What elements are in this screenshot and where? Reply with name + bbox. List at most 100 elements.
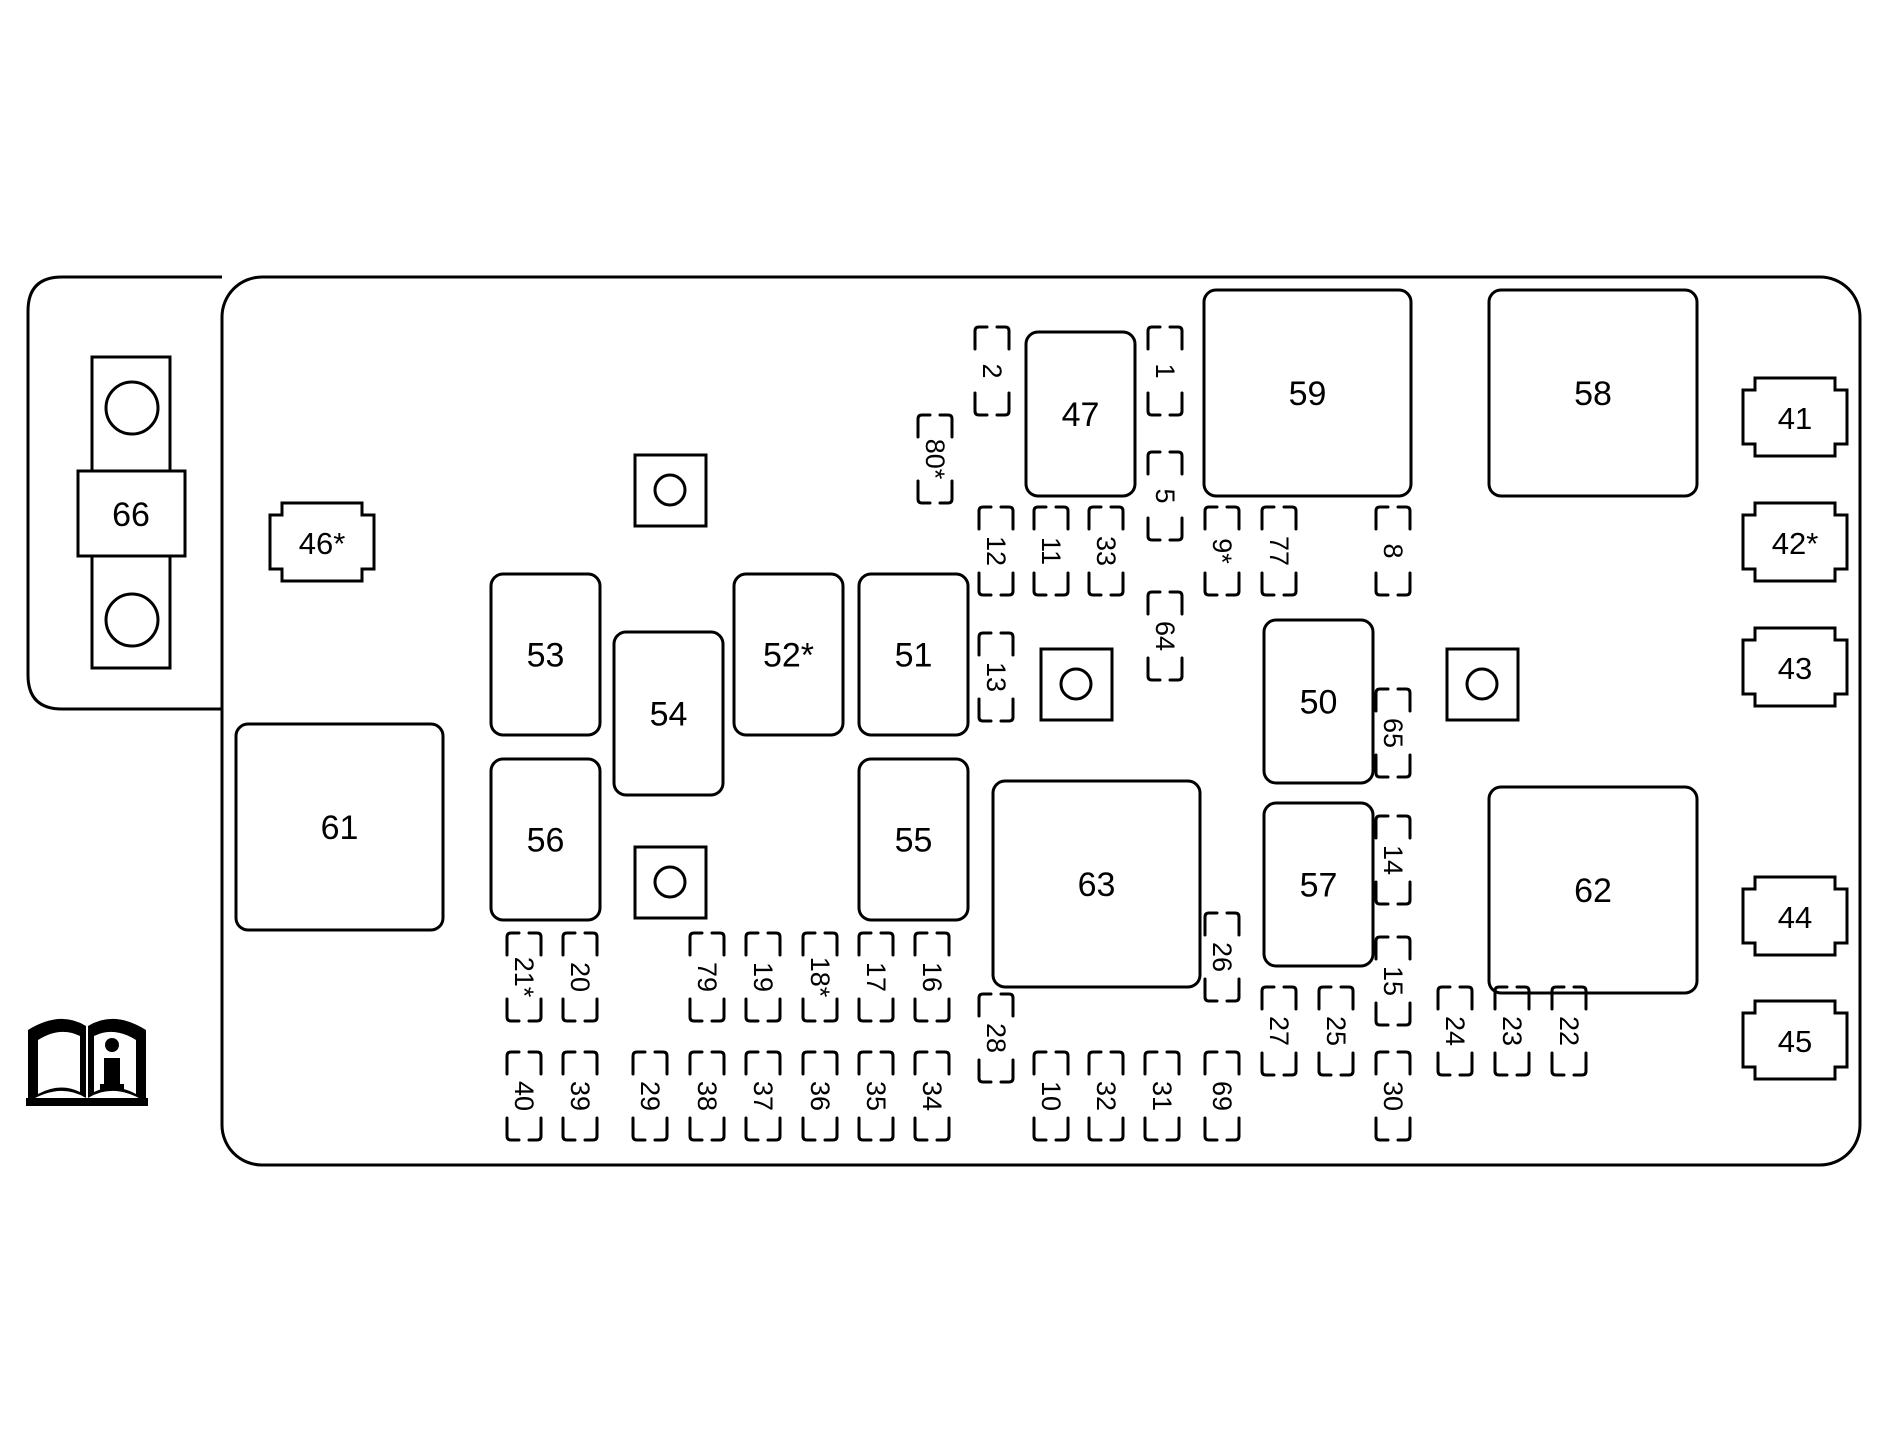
maxi-fuse-label: 44	[1778, 900, 1812, 935]
mini-fuse-65: 65	[1374, 687, 1412, 779]
mini-fuse-label: 21*	[509, 957, 539, 998]
mini-fuse-label: 10	[1036, 1081, 1066, 1111]
mini-fuse-29: 29	[631, 1050, 669, 1142]
maxi-fuse-body	[1741, 875, 1849, 957]
mini-fuse-26: 26	[1203, 911, 1241, 1003]
mini-fuse-slot	[1203, 1050, 1241, 1142]
mini-fuse-slot	[1374, 814, 1412, 906]
mini-fuse-39: 39	[561, 1050, 599, 1142]
mini-fuse-label: 31	[1147, 1081, 1177, 1111]
mini-fuse-slot	[561, 1050, 599, 1142]
relay-label: 51	[895, 637, 933, 675]
maxi-fuse-label: 42*	[1772, 526, 1819, 561]
mini-fuse-label: 28	[981, 1023, 1011, 1053]
relay-50: 50	[1262, 618, 1375, 785]
mini-fuse-2: 2	[973, 325, 1011, 417]
maxi-fuse-41: 41	[1741, 376, 1849, 458]
mini-fuse-slot	[1260, 505, 1298, 597]
maxi-fuses-layer: 41 42* 43 44 45 46*	[268, 376, 1849, 1081]
mini-fuse-slot	[973, 325, 1011, 417]
mini-fuse-slot	[1087, 1050, 1125, 1142]
mini-fuse-slot	[1374, 1050, 1412, 1142]
maxi-fuse-42-star: 42*	[1741, 501, 1849, 583]
relay-label: 47	[1062, 396, 1100, 434]
mini-fuse-label: 34	[917, 1081, 947, 1111]
mini-fuse-31: 31	[1143, 1050, 1181, 1142]
relay-label: 50	[1300, 684, 1338, 722]
mini-fuse-label: 22	[1554, 1016, 1584, 1046]
relay-label: 53	[527, 637, 565, 675]
relay-body	[489, 572, 602, 737]
mini-fuse-label: 13	[981, 662, 1011, 692]
mini-fuse-slot	[688, 931, 726, 1023]
maxi-fuse-body	[1741, 999, 1849, 1081]
relay-body	[991, 779, 1202, 989]
mini-fuse-label: 69	[1207, 1081, 1237, 1111]
relay-61: 61	[234, 722, 445, 932]
mega-fuse-label: 66	[112, 496, 150, 534]
mini-fuse-label: 19	[748, 962, 778, 992]
mini-fuse-1: 1	[1146, 325, 1184, 417]
relay-47: 47	[1024, 330, 1137, 498]
relay-54: 54	[612, 630, 725, 797]
mini-fuse-36: 36	[801, 1050, 839, 1142]
mini-fuse-slot	[1032, 1050, 1070, 1142]
relay-body	[1262, 618, 1375, 785]
mini-fuse-8: 8	[1374, 505, 1412, 597]
mini-fuse-label: 79	[692, 962, 722, 992]
mini-fuse-slot	[857, 1050, 895, 1142]
maxi-fuse-body	[1741, 501, 1849, 583]
mini-fuse-32: 32	[1087, 1050, 1125, 1142]
relay-53: 53	[489, 572, 602, 737]
relay-label: 58	[1574, 375, 1612, 413]
mini-fuse-label: 30	[1378, 1081, 1408, 1111]
mini-fuse-slot	[1493, 985, 1531, 1077]
mini-fuse-label: 32	[1091, 1081, 1121, 1111]
relay-body	[1487, 288, 1699, 498]
mini-fuse-28: 28	[977, 992, 1015, 1084]
relay-body	[732, 572, 845, 737]
maxi-fuse-label: 45	[1778, 1024, 1812, 1059]
mini-fuse-10: 10	[1032, 1050, 1070, 1142]
mini-fuse-slot	[561, 931, 599, 1023]
mini-fuse-slot	[1146, 590, 1184, 682]
relay-label: 63	[1078, 866, 1116, 904]
maxi-fuse-44: 44	[1741, 875, 1849, 957]
mini-fuse-25: 25	[1317, 985, 1355, 1077]
mini-fuse-label: 80*	[920, 439, 950, 480]
mini-fuse-slot	[857, 931, 895, 1023]
mini-fuse-label: 26	[1207, 942, 1237, 972]
mini-fuse-slot	[1374, 935, 1412, 1027]
mini-fuse-34: 34	[913, 1050, 951, 1142]
relay-label: 62	[1574, 872, 1612, 910]
maxi-fuse-46-star: 46*	[268, 501, 376, 583]
mini-fuse-slot	[916, 413, 954, 505]
relay-58: 58	[1487, 288, 1699, 498]
maxi-fuse-43: 43	[1741, 626, 1849, 708]
mini-fuse-33: 33	[1087, 505, 1125, 597]
mini-fuse-label: 11	[1036, 537, 1066, 565]
mini-fuse-slot	[1203, 911, 1241, 1003]
mini-fuse-label: 39	[565, 1081, 595, 1111]
mini-fuse-69: 69	[1203, 1050, 1241, 1142]
mini-fuse-label: 12	[981, 536, 1011, 566]
mini-fuse-slot	[1550, 985, 1588, 1077]
mini-fuse-label: 38	[692, 1081, 722, 1111]
mini-fuse-label: 20	[565, 962, 595, 992]
mini-fuse-38: 38	[688, 1050, 726, 1142]
mini-fuse-9-star: 9*	[1203, 505, 1241, 597]
mega-fuse-body	[76, 469, 187, 558]
mini-fuse-slot	[977, 631, 1015, 723]
mini-fuse-21-star: 21*	[505, 931, 543, 1023]
mini-fuse-11: 11	[1032, 505, 1070, 597]
mini-fuse-label: 35	[861, 1081, 891, 1111]
mini-fuse-13: 13	[977, 631, 1015, 723]
mini-fuse-12: 12	[977, 505, 1015, 597]
mini-fuse-19: 19	[744, 931, 782, 1023]
mini-fuse-slot	[1087, 505, 1125, 597]
mini-fuse-slot	[801, 1050, 839, 1142]
maxi-fuse-label: 43	[1778, 651, 1812, 686]
mega-fuse-66: 66	[76, 355, 187, 670]
